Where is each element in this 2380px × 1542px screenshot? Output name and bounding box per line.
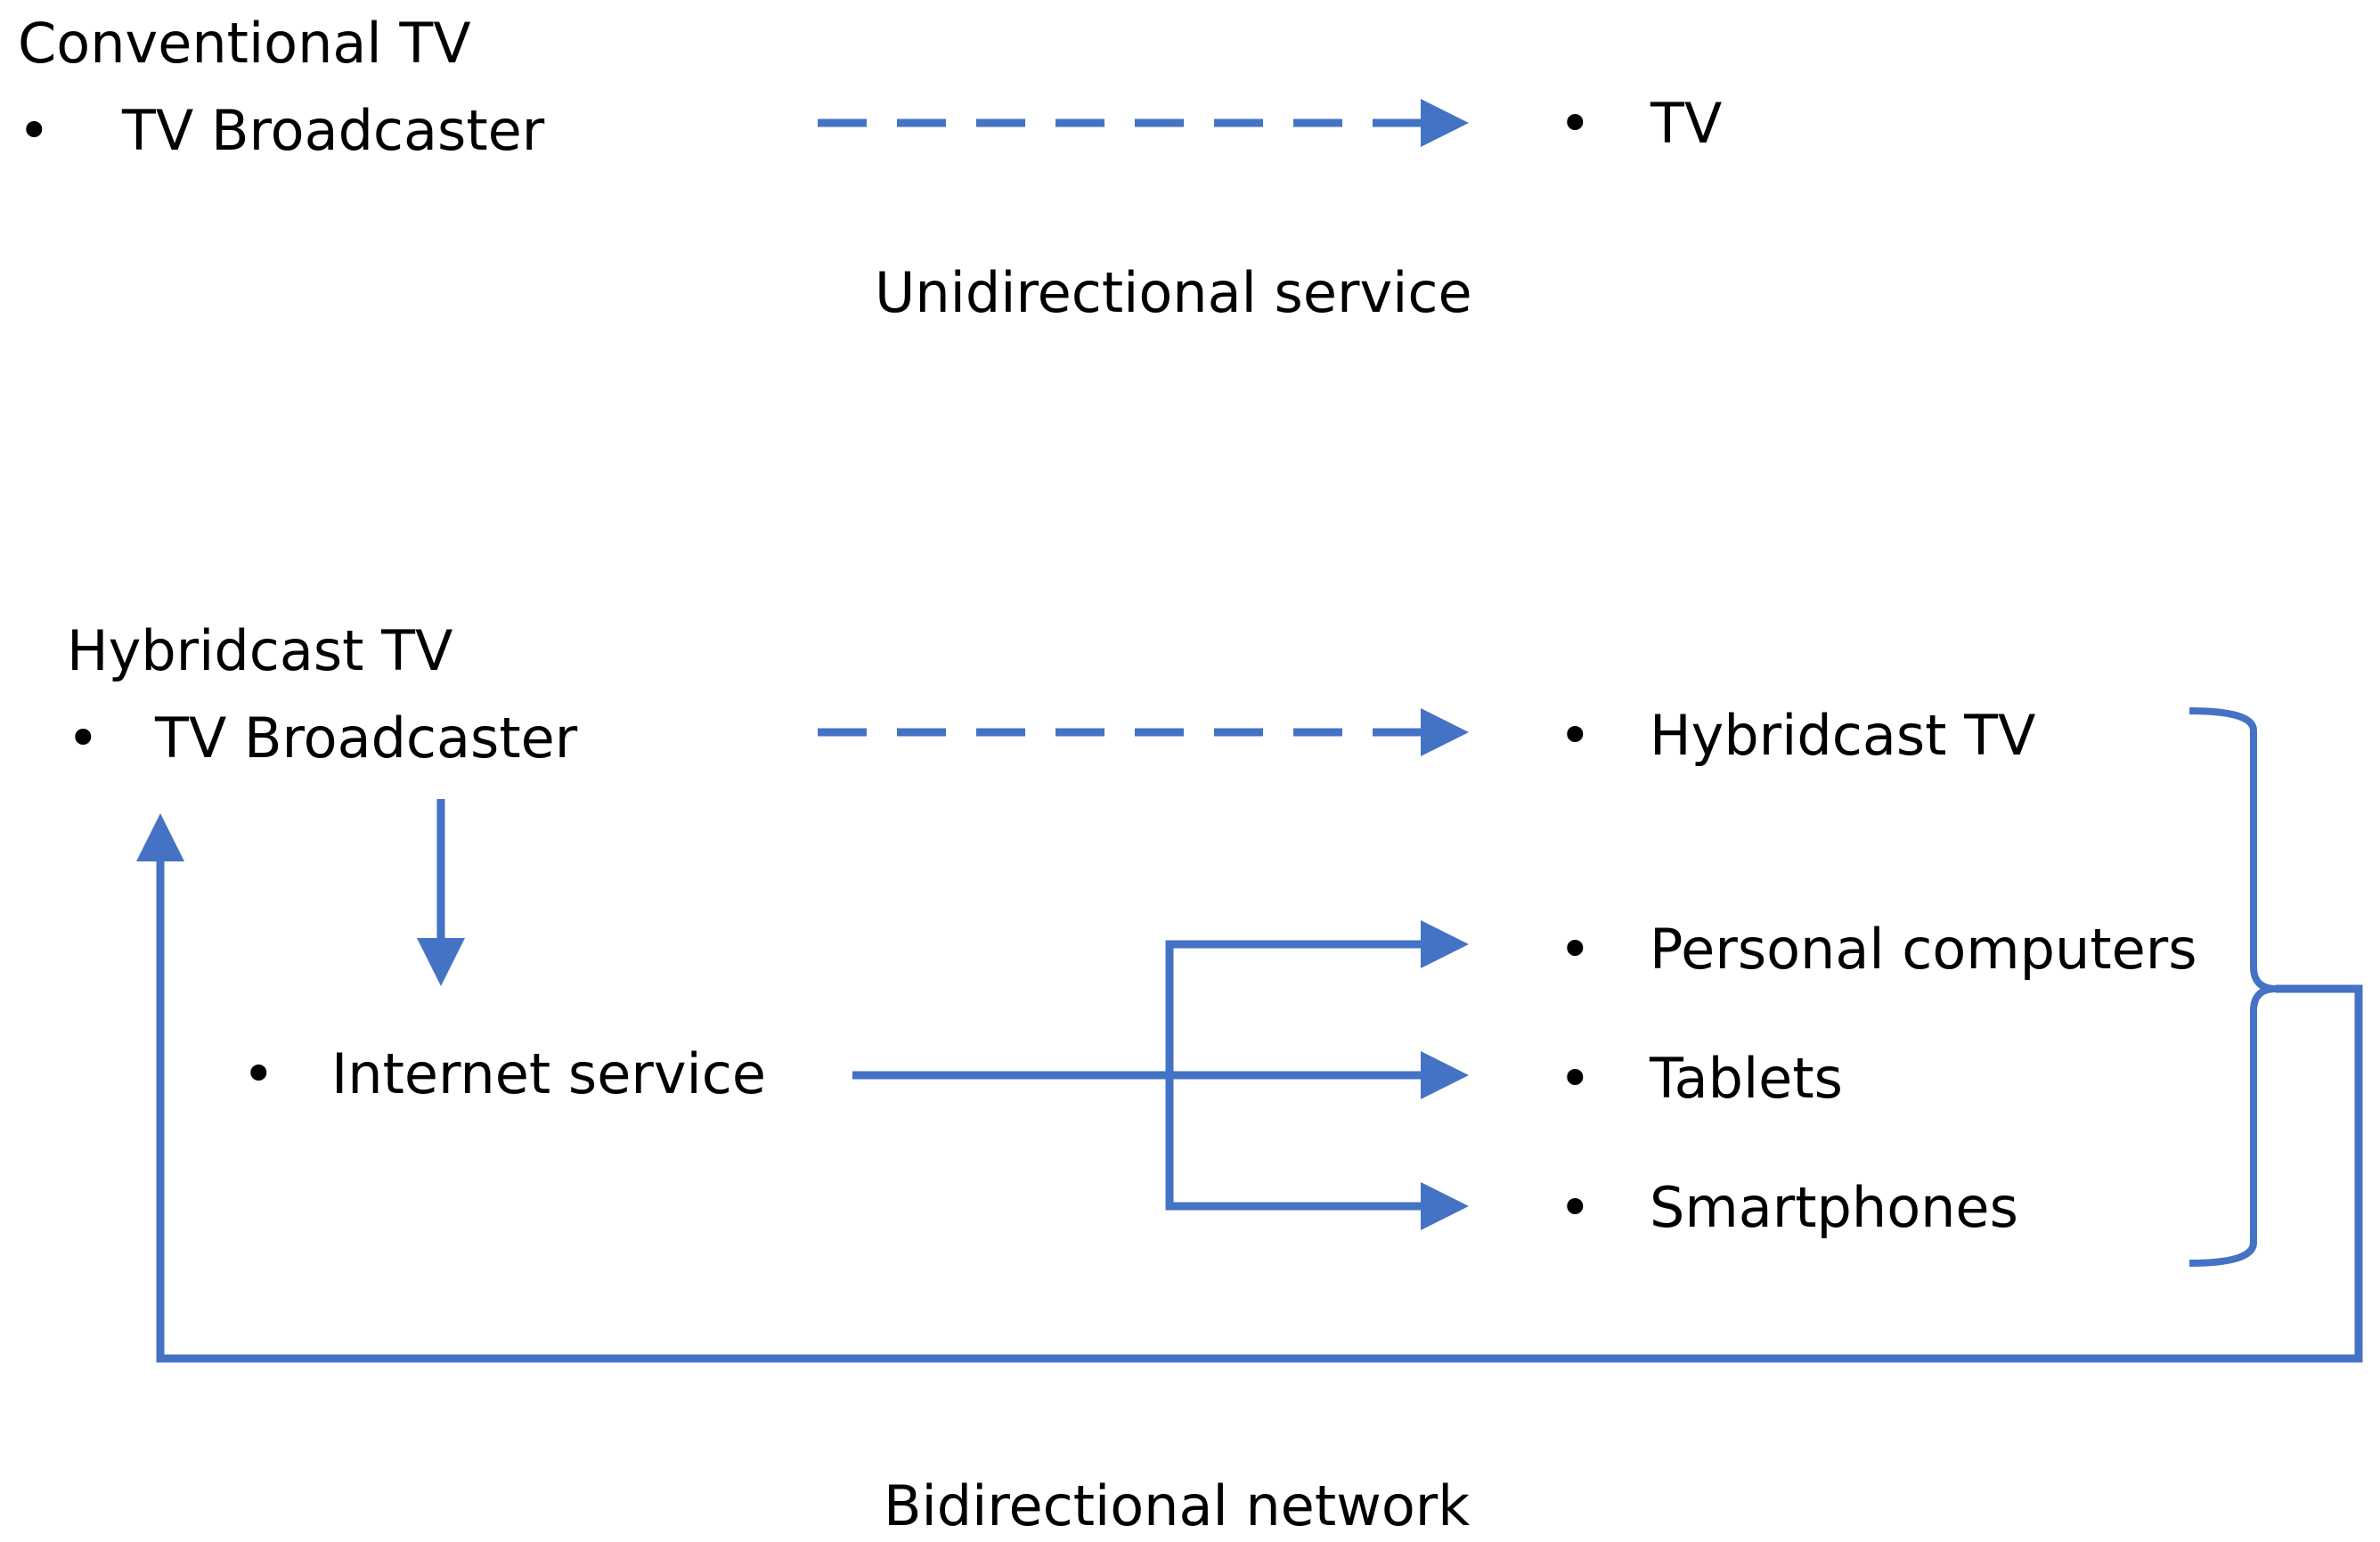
internet-bullet: • (242, 1041, 275, 1106)
conventional-source-bullet: • (18, 98, 51, 163)
target-bullet-smartphones: • (1559, 1175, 1592, 1240)
conventional-source-label: TV Broadcaster (122, 98, 545, 163)
bidirectional-return-arrow (136, 813, 2363, 1363)
internet-to-smartphones-arrow (1165, 1075, 1469, 1230)
target-label-hybridcast: Hybridcast TV (1650, 703, 2036, 768)
target-label-tablets: Tablets (1650, 1046, 1843, 1111)
target-label-computers: Personal computers (1650, 917, 2197, 982)
conventional-heading: Conventional TV (18, 11, 471, 76)
target-bullet-hybridcast: • (1559, 703, 1592, 768)
conventional-caption: Unidirectional service (875, 260, 1472, 325)
target-label-smartphones: Smartphones (1650, 1175, 2018, 1240)
hybrid-caption: Bidirectional network (884, 1473, 1471, 1538)
conventional-target-label: TV (1651, 91, 1723, 156)
target-bullet-tablets: • (1559, 1046, 1592, 1111)
device-group-bracket (2188, 707, 2277, 1267)
hybrid-source-label: TV Broadcaster (155, 706, 578, 771)
internet-to-computers-arrow (1165, 920, 1469, 1075)
conventional-target-bullet: • (1559, 91, 1592, 156)
internet-service-label: Internet service (331, 1041, 766, 1106)
hybrid-heading: Hybridcast TV (67, 618, 453, 683)
hybrid-source-bullet: • (67, 706, 100, 771)
target-bullet-computers: • (1559, 917, 1592, 982)
